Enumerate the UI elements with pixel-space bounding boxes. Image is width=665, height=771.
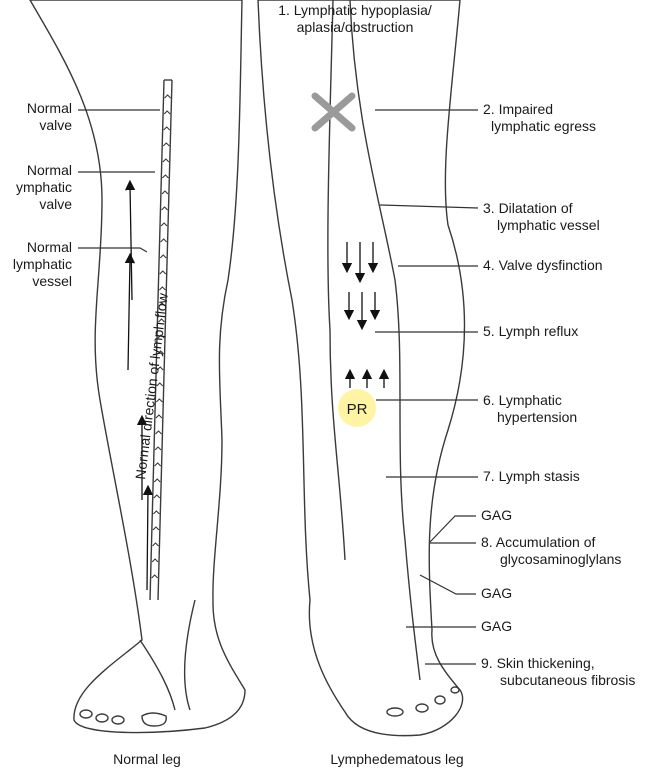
valve-chevron: [162, 158, 170, 163]
valve-chevron: [156, 366, 164, 371]
valve-chevron: [158, 318, 165, 323]
cross-icon: [311, 92, 356, 132]
pressure-circle: [338, 389, 376, 427]
valve-chevron: [159, 270, 167, 275]
flow-arrows: [124, 179, 154, 591]
valve-chevron: [160, 238, 168, 243]
normal-leg-toes: [79, 599, 196, 727]
lymphedematous-leg-labels: 1. Lymphatic hypoplasia/aplasia/obstruct…: [278, 2, 635, 688]
valve-chevron: [153, 478, 161, 483]
svg-text:7. Lymph stasis: 7. Lymph stasis: [483, 468, 580, 484]
valve-chevron: [158, 302, 166, 307]
valve-chevron: [151, 558, 159, 563]
valve-chevron: [152, 542, 159, 547]
normal-lymphatic-vessel: [149, 79, 173, 601]
lymphedematous-leg-shape: [257, 0, 466, 737]
normal-leg-caption: Normal leg: [113, 751, 181, 767]
valve-chevron: [153, 510, 160, 515]
valve-chevron: [155, 414, 163, 419]
svg-text:1. Lymphatic hypoplasia/aplasi: 1. Lymphatic hypoplasia/aplasia/obstruct…: [278, 2, 432, 35]
valve-chevron: [155, 430, 162, 435]
valve-chevron: [153, 494, 161, 499]
lymphedematous-leg-details: [327, 0, 460, 717]
pressure-label: PR: [347, 401, 368, 418]
valve-chevron: [154, 462, 162, 467]
svg-text:4. Valve dysfinction: 4. Valve dysfinction: [483, 257, 603, 273]
valve-chevron: [159, 254, 167, 259]
valve-chevron: [162, 142, 170, 147]
valve-chevron: [156, 382, 164, 387]
svg-text:5. Lymph reflux: 5. Lymph reflux: [483, 323, 578, 339]
flow-direction-text: Normal direction of lymph flow: [132, 291, 171, 480]
valve-chevron: [160, 222, 168, 227]
valve-chevron: [156, 398, 163, 403]
valve-chevron: [161, 190, 169, 195]
valve-chevron: [159, 286, 166, 291]
valve-chevron: [162, 174, 169, 179]
normal-leg-shape: [29, 0, 246, 734]
valve-chevron: [163, 126, 171, 131]
valve-chevron: [152, 526, 160, 531]
svg-text:9. Skin thickening,subcutaneou: 9. Skin thickening,subcutaneous fibrosis: [481, 655, 635, 688]
valve-chevron: [154, 446, 162, 451]
valve-chevron: [164, 94, 171, 99]
valve-chevron: [151, 574, 159, 579]
valve-chevron: [157, 334, 165, 339]
valve-chevron: [163, 110, 171, 115]
valve-chevron: [161, 206, 168, 211]
reflux-arrows: [341, 242, 390, 388]
svg-text:GAG: GAG: [481, 507, 512, 523]
lymphedematous-leg-caption: Lymphedematous leg: [330, 751, 463, 767]
svg-text:GAG: GAG: [481, 585, 512, 601]
svg-text:GAG: GAG: [481, 618, 512, 634]
valve-chevron: [157, 350, 164, 355]
